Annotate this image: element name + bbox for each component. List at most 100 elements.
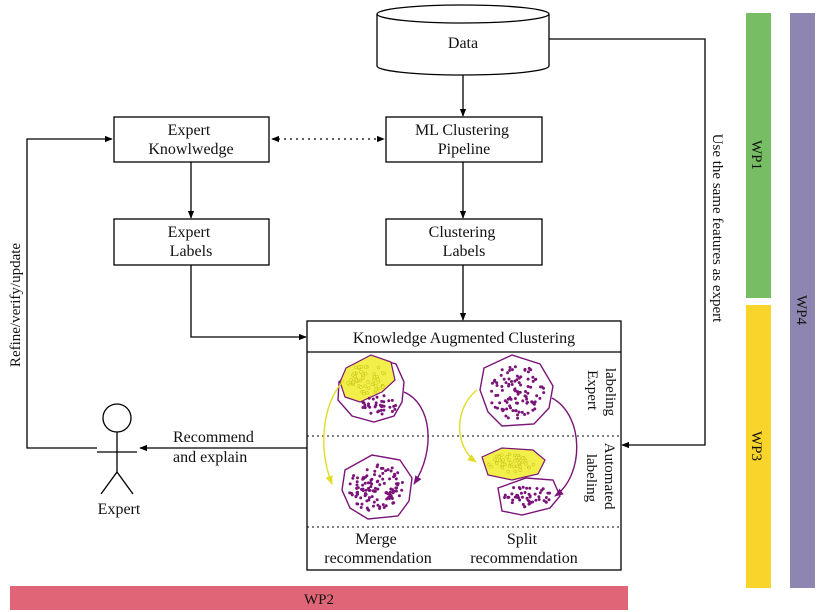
cluster-point: [538, 491, 542, 495]
cluster-point: [531, 500, 535, 504]
cluster-point: [384, 469, 388, 473]
cluster-point: [364, 365, 368, 369]
cluster-point: [363, 384, 367, 388]
cluster-point: [354, 378, 359, 382]
automated-labeling-label: Automated labeling: [583, 443, 617, 513]
cluster-point: [373, 405, 377, 409]
cluster-point: [515, 378, 519, 382]
cluster-point: [359, 506, 363, 509]
cluster-point: [370, 495, 374, 499]
cluster-point: [521, 399, 525, 403]
cluster-point: [499, 373, 503, 377]
merge-recommendation-label: Merge recommendation: [324, 531, 432, 567]
data-label: Data: [448, 35, 478, 52]
cluster-point: [390, 398, 394, 402]
cluster-point: [495, 384, 499, 387]
cluster-point: [503, 496, 506, 499]
cluster-point: [537, 498, 541, 501]
cluster-point: [500, 368, 504, 372]
cluster-point: [493, 405, 497, 409]
cluster-point: [366, 481, 370, 485]
split-yellow-points: [487, 452, 536, 474]
cluster-point: [493, 457, 497, 462]
cluster-point: [518, 468, 522, 472]
cluster-point: [393, 474, 397, 477]
cluster-point: [523, 367, 527, 371]
cluster-point: [384, 504, 388, 508]
cluster-point: [505, 455, 509, 459]
cluster-point: [356, 492, 360, 496]
expert-labels-box: [113, 218, 270, 266]
cluster-point: [513, 470, 517, 474]
cluster-point: [496, 406, 499, 410]
wp4-label: WP4: [793, 295, 809, 326]
cluster-point: [514, 409, 518, 413]
merge-purple-points-bottom: [348, 463, 404, 512]
cluster-point: [367, 508, 371, 512]
cluster-point: [356, 476, 359, 480]
cluster-point: [498, 458, 502, 463]
cluster-point: [518, 498, 522, 502]
cluster-point: [380, 412, 384, 416]
cluster-point: [367, 486, 370, 490]
expert-labeling-label: Expert labeling: [584, 368, 618, 417]
cluster-point: [516, 392, 520, 396]
cluster-point: [378, 474, 382, 478]
cluster-point: [350, 492, 354, 495]
cluster-point: [376, 479, 380, 483]
cluster-point: [373, 469, 377, 473]
cluster-point: [379, 466, 383, 470]
cluster-point: [375, 395, 379, 399]
wp2-label: WP2: [304, 592, 334, 608]
cluster-point: [360, 502, 364, 506]
wp4-bar: [790, 13, 815, 588]
cluster-point: [517, 410, 521, 414]
cluster-point: [513, 365, 517, 369]
cluster-point: [352, 371, 356, 376]
cluster-point: [510, 380, 513, 383]
cluster-point: [527, 465, 531, 470]
cluster-point: [509, 461, 513, 465]
cluster-point: [523, 505, 526, 509]
cluster-point: [542, 386, 545, 390]
cluster-point: [533, 492, 537, 496]
cluster-point: [378, 483, 382, 487]
cluster-point: [379, 408, 383, 412]
cluster-point: [363, 481, 367, 485]
cluster-point: [376, 503, 380, 507]
cluster-point: [494, 394, 498, 397]
cluster-point: [513, 389, 517, 393]
cluster-point: [500, 385, 504, 388]
cluster-point: [389, 469, 393, 473]
merge-purple-points-top: [361, 394, 398, 416]
cluster-point: [393, 407, 397, 411]
cluster-point: [355, 486, 359, 490]
cluster-point: [534, 377, 538, 381]
cluster-point: [376, 487, 380, 491]
edge-expert-labels-to-kac: [190, 265, 307, 341]
cluster-point: [388, 405, 392, 409]
cluster-point: [490, 389, 494, 393]
cluster-point: [500, 462, 505, 466]
cluster-point: [507, 452, 512, 457]
cluster-point: [535, 487, 539, 490]
split-purple-points-top: [490, 365, 546, 420]
cluster-point: [495, 381, 499, 385]
cluster-point: [529, 368, 533, 372]
cluster-point: [374, 401, 378, 405]
cluster-point: [390, 410, 394, 413]
cluster-point: [400, 488, 404, 492]
cluster-point: [387, 399, 391, 403]
cluster-point: [548, 491, 552, 495]
cluster-point: [354, 495, 358, 499]
cluster-point: [542, 499, 546, 503]
cluster-point: [509, 397, 513, 401]
cluster-point: [385, 497, 389, 501]
cluster-point: [524, 390, 527, 393]
cluster-point: [528, 486, 532, 490]
cluster-point: [523, 491, 527, 494]
cluster-point: [354, 365, 358, 369]
cluster-point: [396, 482, 400, 485]
data-store: Data: [376, 4, 550, 76]
cluster-point: [351, 476, 355, 480]
